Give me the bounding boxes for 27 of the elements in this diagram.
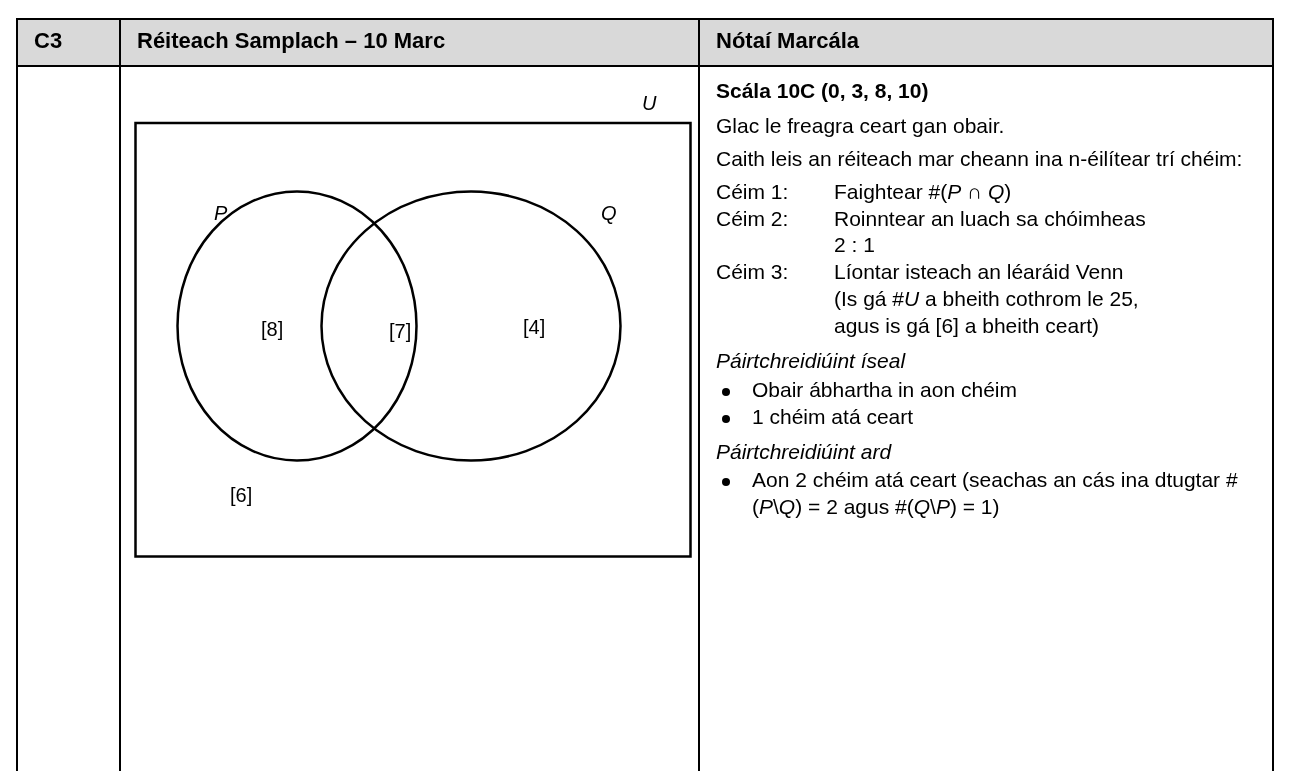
set-p-ellipse <box>176 190 418 462</box>
criteria-heading: Páirtchreidiúint íseal <box>716 347 907 374</box>
criteria-item: Obair ábhartha in aon chéim <box>752 377 1017 401</box>
region-count: [4] <box>523 316 546 339</box>
set-q-ellipse <box>320 190 622 462</box>
set-label: U <box>642 92 657 115</box>
note-text: Caith leis an réiteach mar cheann ina n-éilítear trí chéim: <box>716 145 1244 172</box>
step-text: Roinntear an luach sa chóimheas 2 : 1 <box>834 205 1147 259</box>
step-text: (Is gá #U a bheith cothrom le 25, agus is gá [6] a bheith ceart) <box>834 286 1140 339</box>
region-count: [8] <box>261 318 284 341</box>
criteria-item: Aon 2 chéim atá ceart (seachas an cás ina dtugtar #(P\Q) = 2 agus #(Q\P) = 1) <box>752 468 1238 519</box>
step-label: Céim 3: <box>716 259 790 286</box>
step-text: Faightear #(P ∩ Q) <box>834 178 1013 205</box>
region-count: [6] <box>230 484 253 507</box>
step-label: Céim 1: <box>716 178 790 205</box>
region-count: [7] <box>389 320 412 343</box>
criteria-heading: Páirtchreidiúint ard <box>716 438 893 465</box>
column-heading: Nótaí Marcála <box>716 28 860 54</box>
step-text: Líontar isteach an léaráid Venn <box>834 259 1125 286</box>
note-text: Glac le freagra ceart gan obair. <box>716 112 1006 139</box>
step-label: Céim 2: <box>716 205 790 232</box>
set-label: Q <box>601 202 617 225</box>
criteria-item: 1 chéim atá ceart <box>752 404 914 428</box>
set-label: P <box>214 202 228 225</box>
column-heading: Réiteach Samplach – 10 Marc <box>137 28 446 54</box>
scale-heading: Scála 10C (0, 3, 8, 10) <box>716 78 930 104</box>
question-number: C3 <box>34 28 63 54</box>
